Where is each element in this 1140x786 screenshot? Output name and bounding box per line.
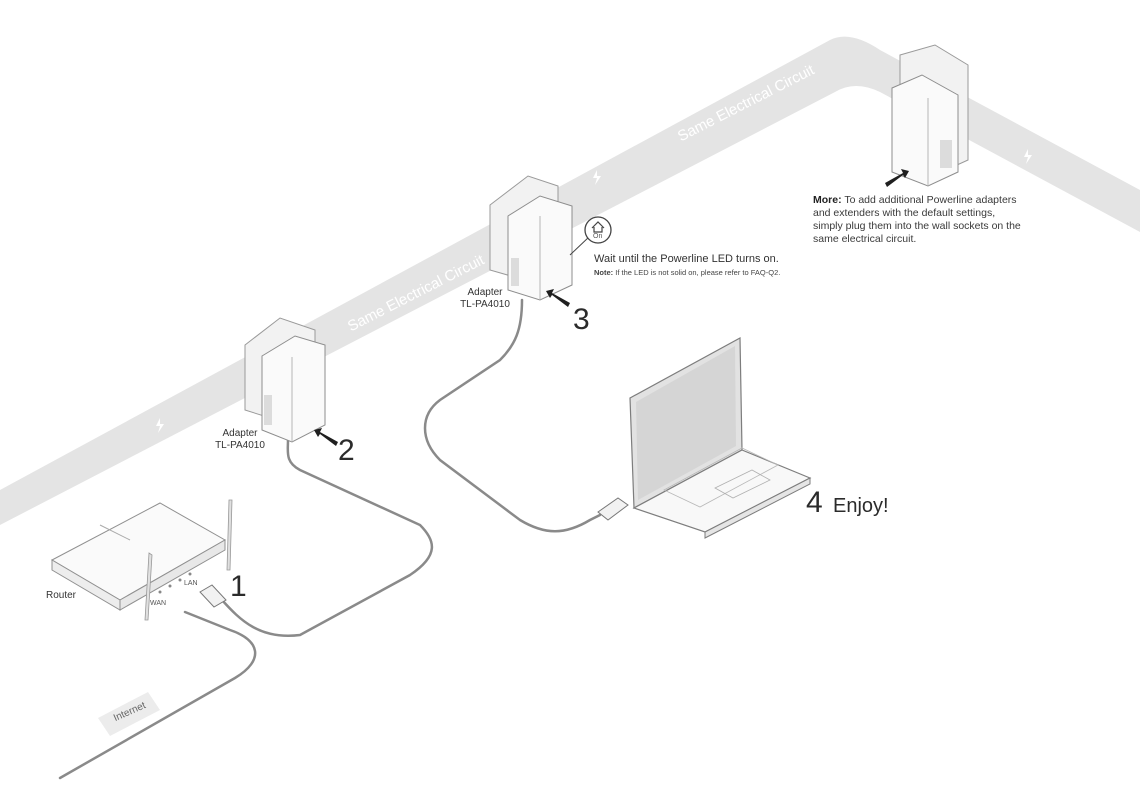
adapter1-label: Adapter TL-PA4010: [200, 428, 280, 452]
cable-router-to-adapter1: [220, 438, 434, 638]
step-4-number: 4: [806, 486, 823, 519]
adapter2-device: [489, 175, 573, 301]
push-arrow-icon: [546, 289, 570, 307]
step-2-number: 2: [338, 434, 355, 467]
adapter1-device: [244, 317, 326, 443]
internet-cable-tag: [98, 692, 160, 736]
ethernet-plug-router: [199, 584, 227, 608]
lan-port-label: LAN: [184, 580, 198, 587]
cable-adapter2-to-laptop: [423, 298, 602, 533]
lightning-icon: [593, 170, 601, 185]
lightning-icon: [156, 418, 164, 433]
adapter2-label-line2: TL-PA4010: [460, 299, 510, 310]
cable-internet-to-router: [58, 610, 257, 780]
note-instruction: Note: If the LED is not solid on, please…: [594, 268, 780, 277]
adapter1-label-line2: TL-PA4010: [215, 440, 265, 451]
step-1-number: 1: [230, 570, 247, 603]
wait-instruction: Wait until the Powerline LED turns on.: [594, 253, 779, 265]
router-label: Router: [46, 590, 77, 601]
note-label: Note:: [594, 268, 614, 277]
ethernet-plug-laptop: [597, 497, 629, 521]
note-text: If the LED is not solid on, please refer…: [615, 268, 781, 277]
more-label: More:: [813, 194, 842, 206]
push-arrow-icon: [314, 428, 338, 446]
wan-port-label: WAN: [150, 600, 167, 607]
router-device: [50, 499, 233, 621]
house-led-icon: [569, 216, 612, 256]
led-on-label: On: [593, 233, 603, 240]
additional-adapter-device: [891, 44, 969, 187]
more-text: To add additional Powerline adapters and…: [813, 194, 1021, 245]
lightning-icon: [1024, 149, 1032, 164]
adapter2-label-line1: Adapter: [467, 287, 503, 298]
push-arrow-icon: [885, 169, 909, 187]
more-instruction: More: To add additional Powerline adapte…: [813, 194, 1023, 246]
step-3-number: 3: [573, 303, 590, 336]
adapter1-label-line1: Adapter: [222, 428, 258, 439]
adapter2-label: Adapter TL-PA4010: [445, 287, 525, 311]
laptop-device: [629, 336, 812, 539]
enjoy-text: Enjoy!: [833, 495, 889, 517]
